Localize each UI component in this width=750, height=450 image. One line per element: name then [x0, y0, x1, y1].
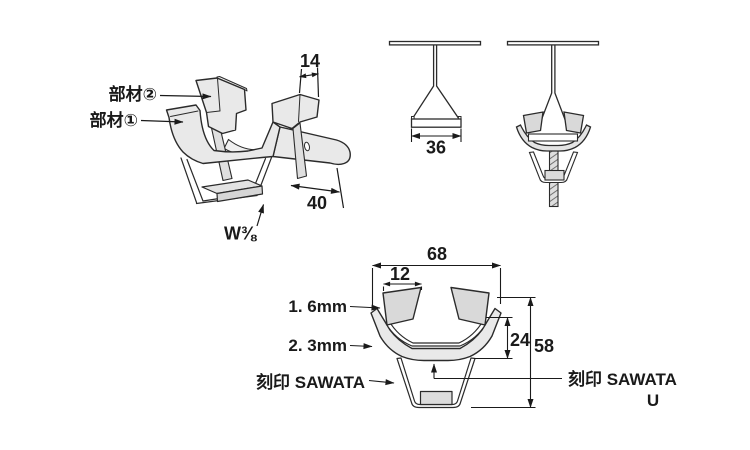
dim-24-text: 24 — [510, 330, 530, 350]
part2-label: 部材② — [109, 84, 157, 104]
section-seat — [419, 390, 453, 406]
thickness-23-label: 2. 3mm — [288, 336, 347, 355]
iso-yoke — [165, 104, 281, 165]
stamp-right-label-1: 刻印 SAWATA — [568, 369, 677, 389]
section-outer-band — [370, 307, 502, 362]
tbar-view — [388, 40, 482, 128]
part1-leader — [140, 118, 184, 125]
stamp-right-label-2: U — [647, 391, 659, 410]
section-left-tab — [382, 286, 422, 326]
dim14-ext-right — [316, 67, 320, 98]
iso-right-strip — [292, 122, 308, 180]
iso-seat — [201, 179, 264, 203]
stamp-left-label: 刻印 SAWATA — [256, 372, 365, 392]
clamp-left-tab — [522, 111, 544, 134]
tbar-top-flange — [388, 40, 482, 46]
iso-front-tab — [195, 77, 247, 135]
dim40-line — [290, 183, 340, 194]
dim-58-text: 58 — [534, 336, 554, 356]
section-funnel — [396, 357, 476, 409]
t16-leader — [349, 304, 381, 311]
part2-leader — [159, 93, 212, 100]
dim-40-text: 40 — [307, 193, 327, 213]
clamp-right-tab — [563, 111, 585, 134]
tbar-bottom-flange — [410, 118, 462, 128]
stamp-left-leader — [368, 379, 395, 386]
w38-leader — [256, 204, 265, 227]
section-annotations — [349, 262, 562, 409]
clamp-band — [515, 124, 592, 152]
tbar-stem — [411, 45, 460, 120]
iso-hole — [303, 141, 311, 152]
w38-label: W⅜ — [224, 224, 257, 244]
dim-36-text: 36 — [426, 138, 446, 158]
dim40-ext — [336, 167, 345, 209]
iso-annotations — [140, 67, 345, 227]
section-right-tab — [450, 286, 490, 326]
iso-right-wing — [272, 126, 351, 166]
t23-leader — [349, 343, 373, 350]
clamp-seat — [544, 169, 565, 181]
dim-14-text: 14 — [300, 51, 320, 71]
dim-12-text: 12 — [390, 264, 410, 284]
dim14-line — [299, 72, 319, 79]
tbar-dim — [410, 128, 462, 142]
tbar-clamp-view — [506, 40, 600, 208]
dim-68-text: 68 — [427, 244, 447, 264]
dim14-ext-left — [298, 68, 303, 94]
clamp-flange — [527, 133, 579, 142]
cross-section-view — [370, 286, 502, 409]
part1-label: 部材① — [90, 110, 138, 130]
isometric-view — [165, 76, 351, 205]
clamp-tbar-top-flange — [506, 40, 600, 46]
thickness-16-label: 1. 6mm — [288, 297, 347, 316]
iso-right-tab — [271, 93, 320, 130]
